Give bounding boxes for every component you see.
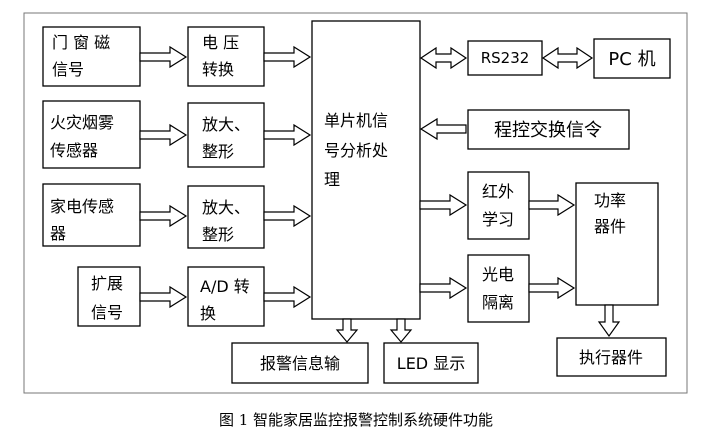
edge-ext-to-adconv <box>139 285 188 309</box>
edge-switchcmd-to-mcu <box>419 117 467 141</box>
node-rs232-label: RS232 <box>481 49 530 67</box>
node-door-sensor-line1: 门 窗 磁 <box>52 33 110 52</box>
edge-rs232-pc <box>541 46 594 70</box>
node-rs232: RS232 <box>467 40 543 76</box>
node-ext-signal: 扩展 信号 <box>77 266 141 327</box>
edge-mcu-rs232 <box>419 46 468 70</box>
node-alarm-output: 报警信息输 <box>231 342 369 384</box>
edge-mcu-to-alarm <box>335 318 359 343</box>
node-door-sensor: 门 窗 磁 信号 <box>42 26 141 87</box>
edge-appliance-to-amp2 <box>139 204 188 228</box>
node-ir-learn-line1: 红外 <box>482 182 514 201</box>
node-ir-learn-line2: 学习 <box>482 210 514 229</box>
node-actuator-label: 执行器件 <box>579 348 643 367</box>
node-voltage-conv: 电 压 转换 <box>187 26 265 87</box>
node-appliance-sensor-line1: 家电传感 <box>50 197 114 216</box>
node-mcu: 单片机信 号分析处 理 <box>311 20 421 320</box>
edge-mcu-to-led <box>389 318 413 343</box>
node-ext-signal-line2: 信号 <box>91 303 123 322</box>
node-amp1-line2: 整形 <box>202 142 234 161</box>
node-ad-conv-line1: A/D 转 <box>200 277 250 296</box>
diagram-frame <box>23 12 688 394</box>
node-led-display-label: LED 显示 <box>397 354 465 373</box>
node-ir-learn: 红外 学习 <box>467 171 530 240</box>
node-power-device: 功率 器件 <box>575 182 659 306</box>
node-voltage-conv-line2: 转换 <box>202 60 234 79</box>
node-optocoupler: 光电 隔离 <box>467 254 530 323</box>
node-pc-label: PC 机 <box>608 49 655 70</box>
node-fire-sensor: 火灾烟雾 传感器 <box>42 100 141 169</box>
node-amp2: 放大、 整形 <box>187 185 265 249</box>
node-appliance-sensor-line2: 器 <box>50 224 66 243</box>
edge-power-to-actuator <box>597 304 621 338</box>
edge-amp2-to-mcu <box>263 204 312 228</box>
node-pc: PC 机 <box>593 38 671 79</box>
node-door-sensor-line2: 信号 <box>52 60 84 79</box>
node-mcu-line2: 号分析处 <box>324 141 388 160</box>
node-amp2-line1: 放大、 <box>202 198 250 217</box>
node-ad-conv-line2: 换 <box>200 304 216 323</box>
node-fire-sensor-line1: 火灾烟雾 <box>50 113 114 132</box>
node-voltage-conv-line1: 电 压 <box>202 33 239 52</box>
edge-mcu-to-opto <box>419 276 468 300</box>
node-ext-signal-line1: 扩展 <box>91 274 123 293</box>
edge-voltage-to-mcu <box>263 45 312 69</box>
node-switch-cmd-label: 程控交换信令 <box>494 120 602 141</box>
node-mcu-line3: 理 <box>324 170 340 189</box>
edge-mcu-to-irlearn <box>419 193 468 217</box>
edge-adconv-to-mcu <box>263 285 312 309</box>
figure-caption: 图 1 智能家居监控报警控制系统硬件功能 <box>219 411 493 429</box>
node-led-display: LED 显示 <box>383 342 479 384</box>
node-power-device-line1: 功率 <box>594 191 626 210</box>
node-alarm-output-label: 报警信息输 <box>260 354 340 373</box>
node-optocoupler-line1: 光电 <box>482 265 514 284</box>
node-actuator: 执行器件 <box>556 337 667 377</box>
edge-amp1-to-mcu <box>263 123 312 147</box>
node-amp2-line2: 整形 <box>202 225 234 244</box>
edge-irlearn-to-power <box>528 193 576 217</box>
node-appliance-sensor: 家电传感 器 <box>42 183 141 247</box>
edge-fire-to-amp1 <box>139 123 188 147</box>
node-power-device-line2: 器件 <box>594 217 626 236</box>
node-fire-sensor-line2: 传感器 <box>50 141 98 160</box>
node-optocoupler-line2: 隔离 <box>482 293 514 312</box>
node-ad-conv: A/D 转 换 <box>187 266 265 327</box>
edge-door-to-voltage <box>139 45 188 69</box>
edge-opto-to-power <box>528 276 576 300</box>
node-switch-cmd: 程控交换信令 <box>467 109 630 150</box>
node-amp1-line1: 放大、 <box>202 115 250 134</box>
node-amp1: 放大、 整形 <box>187 102 265 168</box>
node-mcu-line1: 单片机信 <box>324 111 388 130</box>
